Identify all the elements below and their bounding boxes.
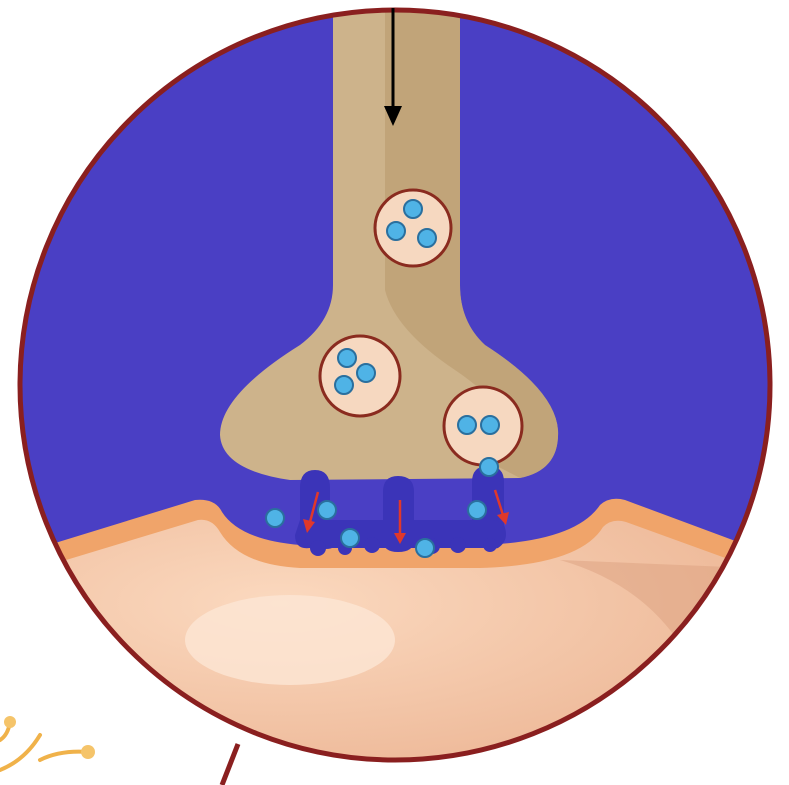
neurotransmitter-molecule-icon [480, 458, 498, 476]
synaptic-vesicle-2 [320, 336, 400, 416]
postsynaptic-highlight [185, 595, 395, 685]
neurotransmitter-molecule-icon [468, 501, 486, 519]
neurotransmitter-molecule-icon [341, 529, 359, 547]
synaptic-vesicle-1 [375, 190, 451, 266]
dendrite-branch [0, 722, 88, 770]
dendrite-tips [4, 716, 95, 759]
neurotransmitter-molecule-icon [416, 539, 434, 557]
neurotransmitter-molecule-icon [318, 501, 336, 519]
synaptic-vesicle-3 [444, 387, 522, 465]
axon-tail [222, 744, 238, 785]
neurotransmitter-molecule-icon [266, 509, 284, 527]
